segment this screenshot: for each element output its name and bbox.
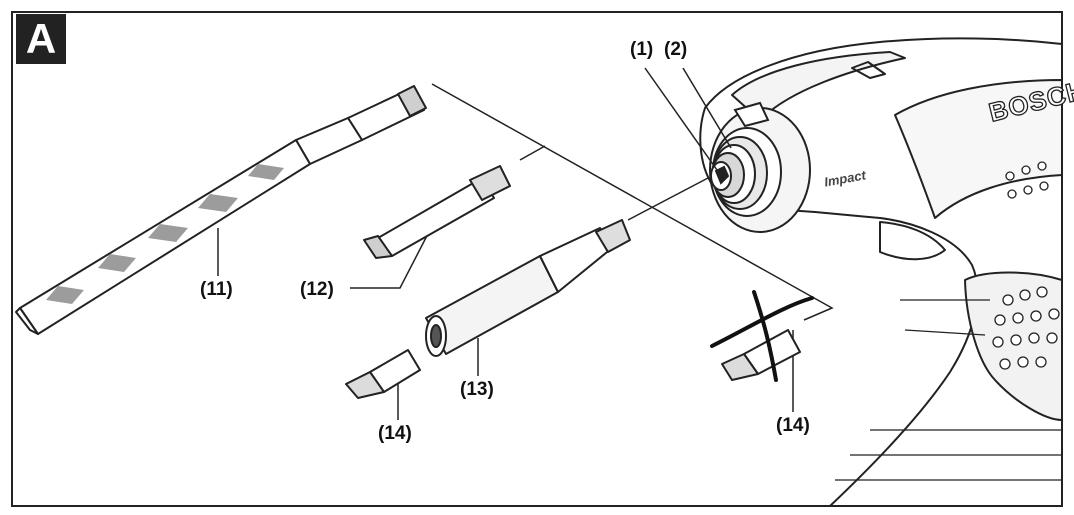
grip-texture	[992, 161, 1060, 370]
leader-lines	[217, 67, 834, 420]
callout-14-right: (14)	[776, 415, 810, 436]
callout-14-left: (14)	[378, 423, 412, 444]
callout-12: (12)	[300, 279, 334, 300]
callout-1: (1)	[630, 39, 654, 60]
prohibited-cross	[710, 290, 814, 382]
short-bit-14-right	[710, 290, 814, 382]
callout-2: (2)	[664, 39, 688, 60]
drill-bit	[15, 85, 427, 335]
callout-11: (11)	[200, 279, 233, 300]
tool-holder	[709, 101, 811, 233]
short-bit-14-left	[345, 349, 421, 399]
callout-13: (13)	[460, 379, 494, 400]
panel-label: A	[16, 14, 66, 64]
screwdriver-bit-12	[363, 165, 511, 259]
bit-holder-13	[425, 219, 631, 357]
driver-grip	[964, 271, 1063, 421]
